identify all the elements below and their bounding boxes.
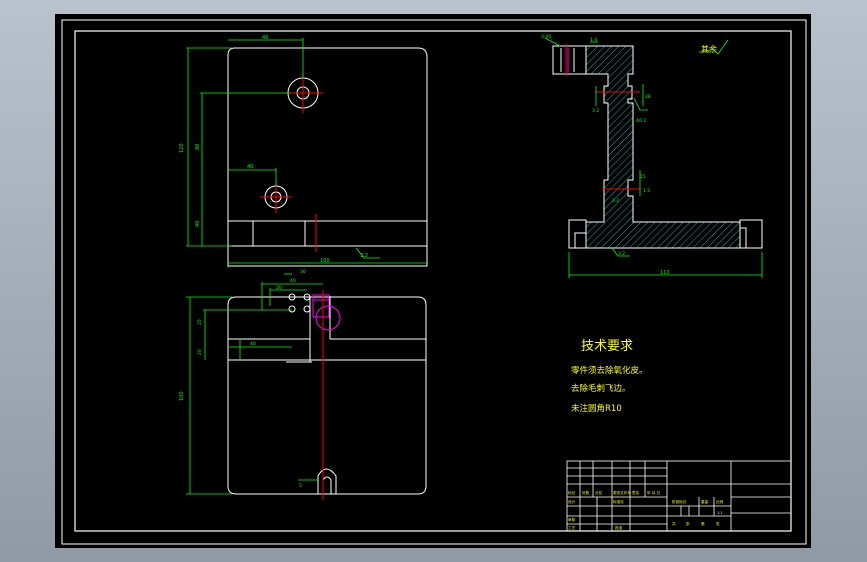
section-view: 3-45 1.4 28 A0.2 15 1.5 3.2 3.2 3.2 110 … [541, 34, 763, 278]
front-bottom-u-slot [317, 468, 337, 494]
section-dim-bottom: 110 [660, 270, 670, 276]
section-label-top-left: 3-45 [541, 34, 551, 40]
top-view-outline [227, 47, 428, 267]
front-view: 40 20 30 100 25 20 40 5 [179, 269, 427, 500]
top-dim-hole-x: 40 [247, 164, 253, 170]
section-label-top-right: 1.4 [590, 37, 597, 43]
tb-cell-17: 第 [701, 521, 705, 526]
surface-note: 其余 [701, 44, 717, 54]
tb-cell-7: 标准化 [613, 499, 624, 504]
front-dim-top-a: 40 [290, 278, 296, 284]
tb-cell-8: 审核 [568, 517, 576, 522]
section-label-right-b: 15 [640, 174, 646, 180]
tb-cell-4: 签名 [632, 490, 640, 495]
tb-cell-3: 更改文件号 [613, 490, 631, 495]
front-small-hole2 [288, 305, 296, 313]
section-label-right-a: 28 [645, 94, 651, 100]
top-view: 40 120 80 40 40 100 3.2 [179, 35, 428, 268]
tb-cell-13: 比例 [716, 499, 724, 504]
section-hatched-body [585, 45, 741, 249]
top-dim-bottom: 100 [320, 258, 330, 264]
tb-cell-16: 张 [686, 521, 690, 526]
section-label-right-d: 1.5 [643, 188, 650, 194]
tb-cell-6: 设计 [568, 499, 576, 504]
tech-requirements: 技术要求 零件须去除氧化皮。 去除毛刺飞边。 未注圆角R10 [571, 339, 648, 414]
front-dim-left-b: 20 [197, 349, 203, 355]
top-dim-left-low: 40 [195, 221, 201, 227]
tb-cell-10: 批准 [615, 525, 623, 530]
section-label-left: 3.2 [592, 108, 599, 114]
section-label-bottom-rough: 3.2 [618, 251, 625, 257]
tb-cell-14: 1:1 [717, 511, 723, 515]
tb-cell-18: 张 [716, 521, 720, 526]
tb-cell-15: 共 [672, 521, 676, 526]
top-dim-left-mid: 80 [195, 144, 201, 150]
front-dim-left-total: 100 [179, 391, 185, 401]
top-dim-top: 40 [262, 35, 268, 41]
front-view-outline [227, 296, 427, 495]
title-block [566, 460, 792, 532]
tech-line-3: 未注圆角R10 [571, 403, 622, 414]
front-small-hole1 [288, 293, 296, 301]
front-dim-bottom-small: 5 [299, 483, 302, 489]
top-dim-left-total: 120 [179, 143, 185, 153]
tech-line-2: 去除毛刺飞边。 [571, 383, 631, 394]
front-dim-left-c: 40 [250, 341, 256, 347]
front-dim-top-c: 30 [300, 269, 306, 275]
outer-frame [61, 19, 807, 545]
section-label-mid: 3.2 [612, 198, 619, 204]
section-label-right-c: A0.2 [636, 118, 646, 124]
front-small-hole3 [303, 293, 311, 301]
tb-cell-11: 阶段标记 [672, 499, 687, 504]
tb-cell-9: 工艺 [568, 525, 576, 530]
top-roughness: 3.2 [360, 253, 368, 259]
tb-cell-1: 处数 [582, 490, 590, 495]
front-small-hole4 [303, 305, 311, 313]
tech-title: 技术要求 [581, 339, 633, 354]
tb-cell-12: 重量 [701, 499, 709, 504]
drawing-background [55, 14, 811, 548]
front-dim-top-b: 20 [276, 285, 282, 291]
tb-cell-5: 年.月.日 [647, 490, 660, 495]
tb-cell-2: 分区 [595, 490, 603, 495]
tb-cell-0: 标记 [568, 490, 576, 495]
front-dim-left-a: 25 [197, 319, 203, 325]
inner-frame [74, 30, 792, 532]
tech-line-1: 零件须去除氧化皮。 [571, 365, 648, 376]
front-slot-arc [315, 305, 341, 331]
